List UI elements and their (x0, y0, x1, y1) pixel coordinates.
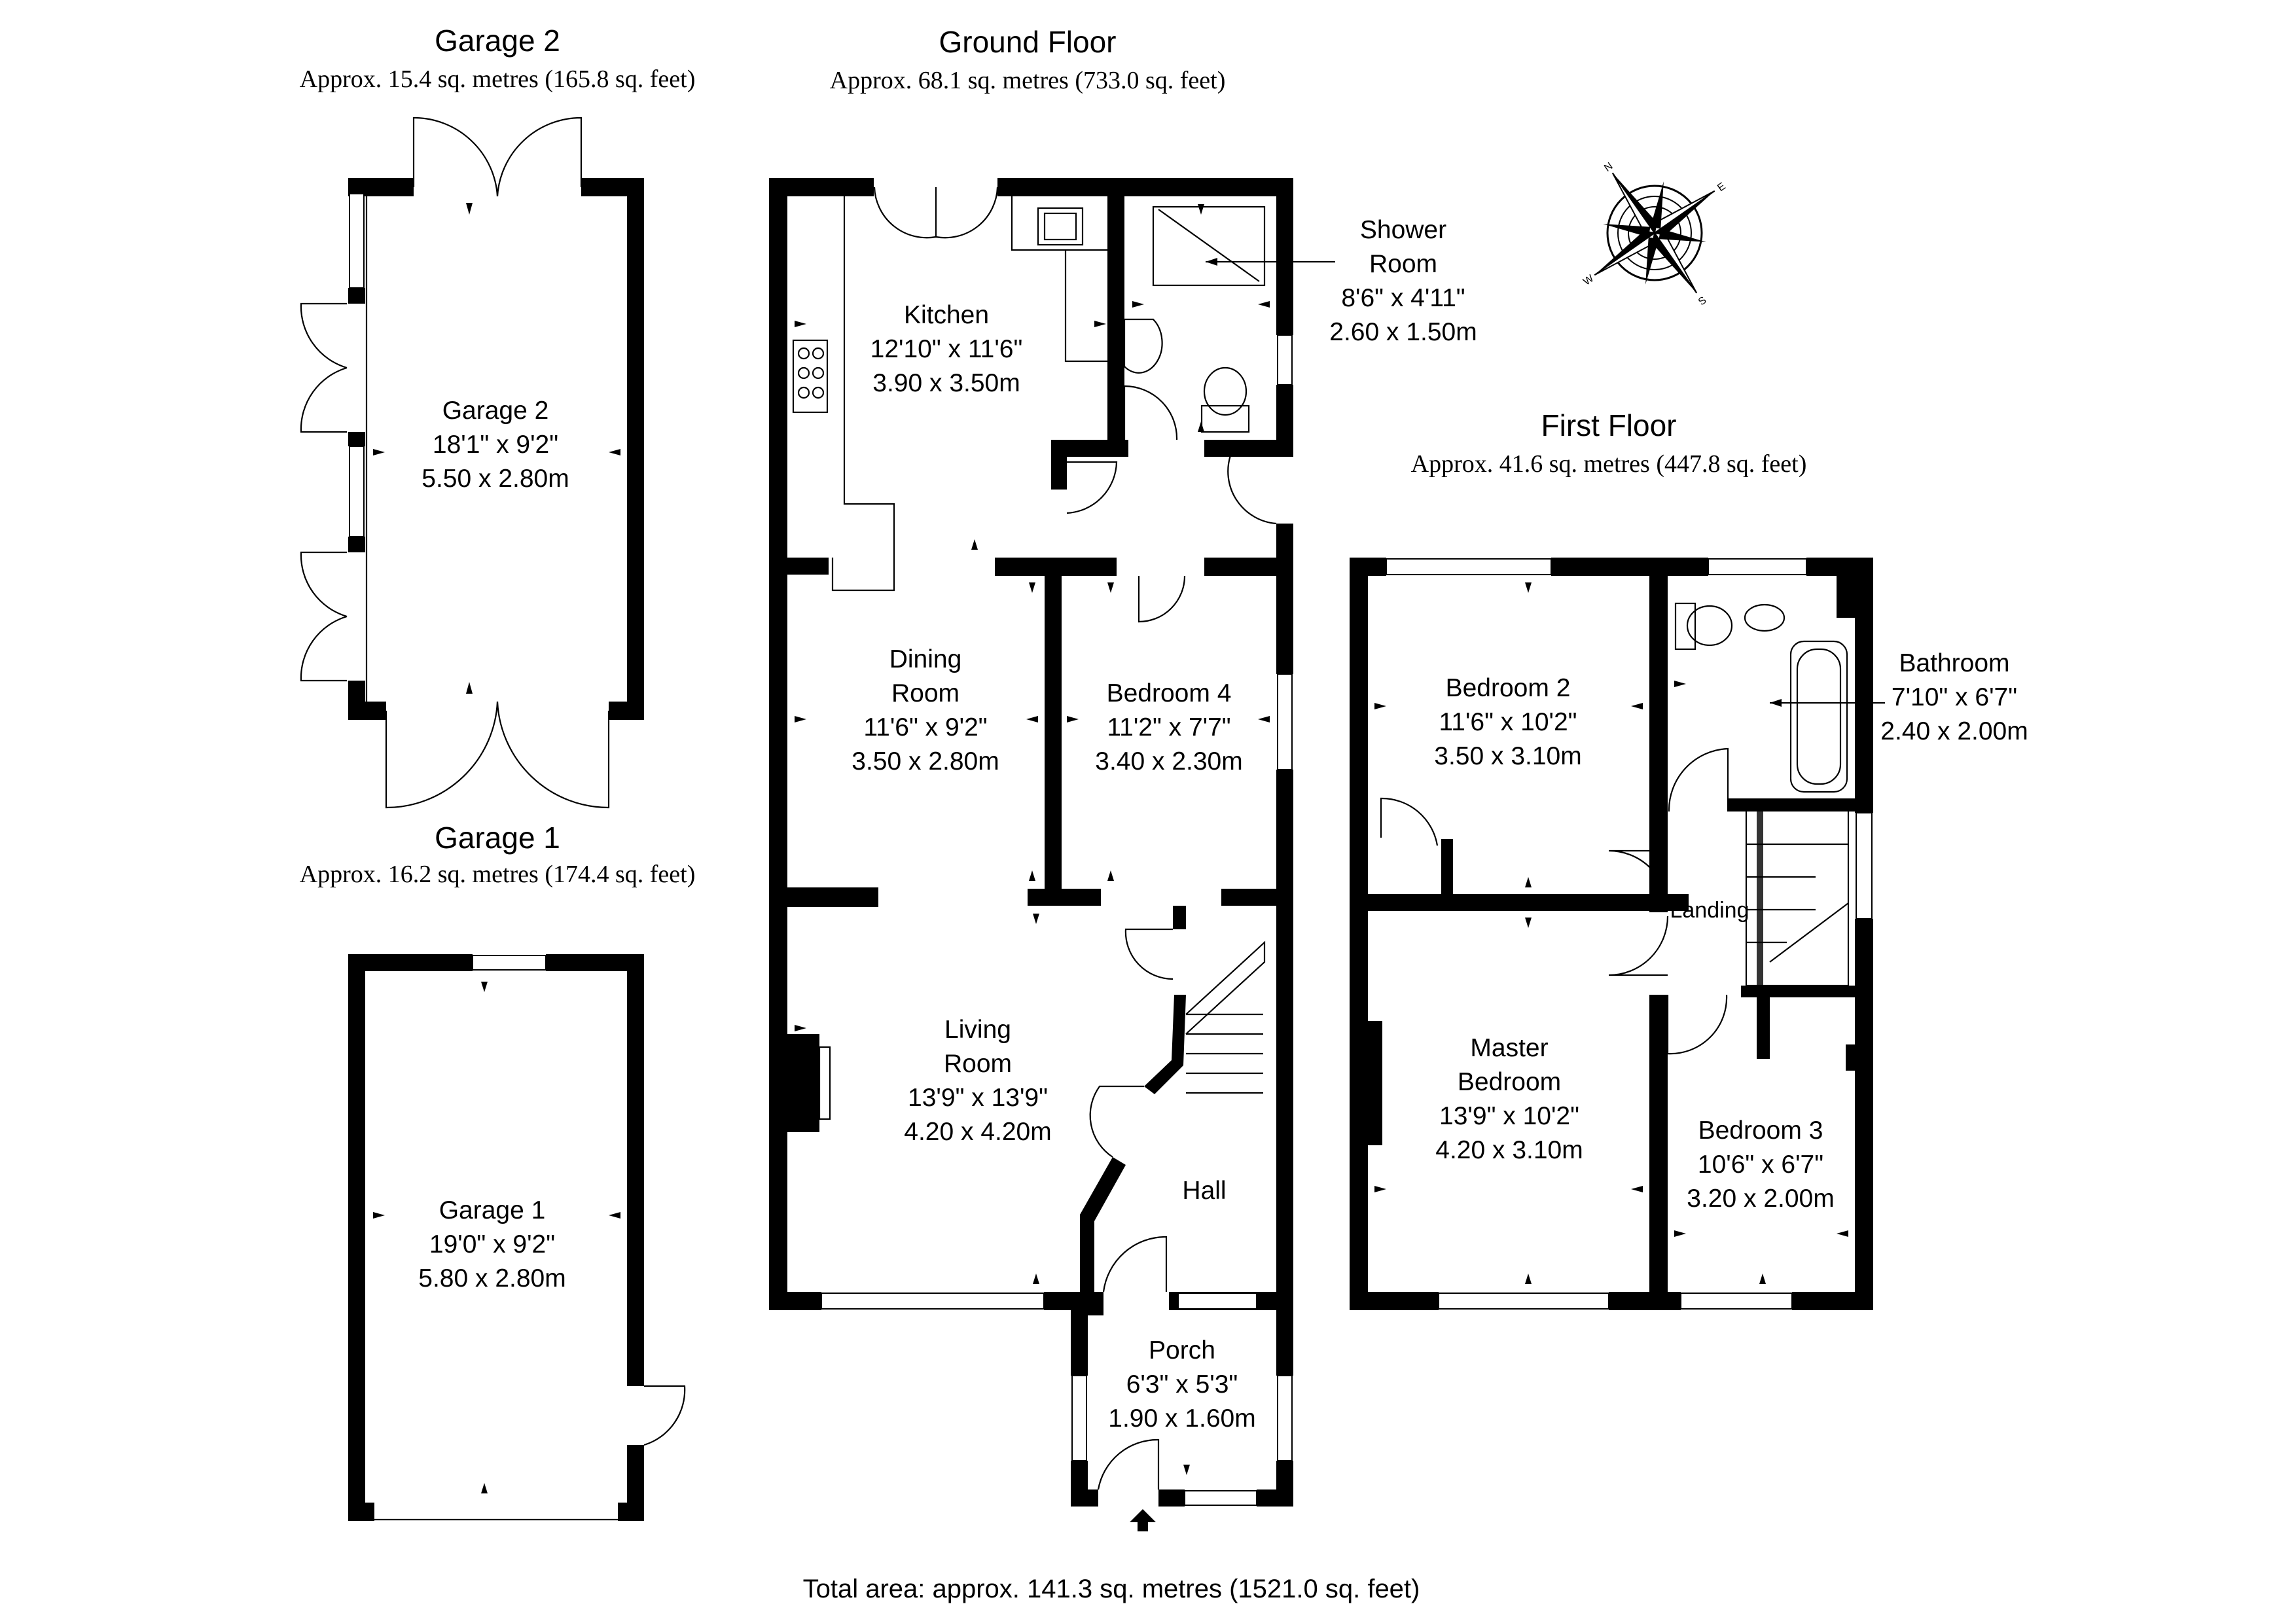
bedroom3-room-imperial: 10'6" x 6'7" (1698, 1150, 1823, 1179)
kitchen-room-name: Kitchen (904, 301, 989, 329)
garage2-plan (300, 116, 644, 809)
hall-label: Hall (1182, 1177, 1226, 1205)
landing-room-name: Landing (1670, 898, 1749, 923)
compass-w: W (1581, 273, 1596, 288)
master-room-imperial: 13'9" x 10'2" (1439, 1102, 1579, 1130)
dining-room-name-line2: Room (891, 679, 960, 707)
bedroom4-room-name: Bedroom 4 (1107, 679, 1232, 707)
kitchen-room-metric: 3.90 x 3.50m (872, 369, 1020, 397)
master-room-name-line1: Master (1470, 1034, 1548, 1062)
garage2-room-imperial: 18'1" x 9'2" (433, 431, 558, 459)
garage2-room-name: Garage 2 (442, 397, 549, 425)
bathroom-room-name: Bathroom (1899, 649, 2009, 677)
bathroom-room-metric: 2.40 x 2.00m (1880, 717, 2028, 745)
shower-room-name-line1: Shower (1360, 216, 1446, 244)
bedroom4-room-metric: 3.40 x 2.30m (1095, 747, 1242, 776)
master-room-metric: 4.20 x 3.10m (1435, 1136, 1583, 1164)
garage1-label: Garage 1 19'0" x 9'2" 5.80 x 2.80m (418, 1196, 565, 1293)
bedroom2-room-metric: 3.50 x 3.10m (1434, 742, 1581, 770)
total-area: Total area: approx. 141.3 sq. metres (15… (803, 1575, 1420, 1603)
master-room-name-line2: Bedroom (1458, 1068, 1561, 1096)
compass-n: N (1602, 160, 1615, 174)
master-bedroom-label: Master Bedroom 13'9" x 10'2" 4.20 x 3.10… (1435, 1034, 1583, 1164)
bedroom3-label: Bedroom 3 10'6" x 6'7" 3.20 x 2.00m (1687, 1116, 1834, 1213)
garage1-room-metric: 5.80 x 2.80m (418, 1264, 565, 1293)
dining-room-label: Dining Room 11'6" x 9'2" 3.50 x 2.80m (852, 645, 999, 776)
shower-room-label: Shower Room 8'6" x 4'11" 2.60 x 1.50m (1206, 216, 1477, 346)
first-floor-area: Approx. 41.6 sq. metres (447.8 sq. feet) (1411, 450, 1807, 478)
compass-s: S (1696, 294, 1708, 308)
kitchen-label: Kitchen 12'10" x 11'6" 3.90 x 3.50m (870, 301, 1023, 397)
bedroom2-label: Bedroom 2 11'6" x 10'2" 3.50 x 3.10m (1434, 674, 1581, 770)
dining-room-metric: 3.50 x 2.80m (852, 747, 999, 776)
bedroom3-room-name: Bedroom 3 (1698, 1116, 1823, 1145)
living-room-label: Living Room 13'9" x 13'9" 4.20 x 4.20m (904, 1016, 1051, 1146)
floor-headers: Garage 2 Approx. 15.4 sq. metres (165.8 … (300, 24, 1807, 888)
porch-room-metric: 1.90 x 1.60m (1108, 1404, 1255, 1433)
first-floor-title: First Floor (1541, 408, 1677, 442)
garage1-room-imperial: 19'0" x 9'2" (429, 1230, 555, 1258)
bathroom-room-imperial: 7'10" x 6'7" (1892, 683, 2017, 711)
kitchen-room-imperial: 12'10" x 11'6" (870, 335, 1023, 363)
bedroom3-room-metric: 3.20 x 2.00m (1687, 1185, 1834, 1213)
garage1-floor-area: Approx. 16.2 sq. metres (174.4 sq. feet) (300, 861, 696, 888)
shower-room-imperial: 8'6" x 4'11" (1341, 284, 1465, 312)
garage1-room-name: Garage 1 (439, 1196, 546, 1224)
compass-rose-icon: N E S W (1581, 160, 1727, 308)
bedroom2-room-imperial: 11'6" x 10'2" (1439, 708, 1577, 736)
garage2-floor-title: Garage 2 (435, 24, 560, 58)
garage2-label: Garage 2 18'1" x 9'2" 5.50 x 2.80m (422, 397, 569, 493)
bedroom2-room-name: Bedroom 2 (1446, 674, 1571, 702)
bathroom-label: Bathroom 7'10" x 6'7" 2.40 x 2.00m (1880, 649, 2028, 745)
garage1-floor-title: Garage 1 (435, 821, 560, 855)
bedroom4-room-imperial: 11'2" x 7'7" (1107, 713, 1230, 741)
ground-floor-title: Ground Floor (939, 25, 1116, 59)
first-floor-plan (1350, 558, 1885, 1310)
porch-label: Porch 6'3" x 5'3" 1.90 x 1.60m (1108, 1336, 1255, 1433)
garage1-plan (348, 954, 686, 1521)
living-room-name-line2: Room (944, 1050, 1012, 1078)
garage2-room-metric: 5.50 x 2.80m (422, 465, 569, 493)
landing-label: Landing (1670, 898, 1749, 923)
porch-room-imperial: 6'3" x 5'3" (1126, 1370, 1238, 1399)
ground-floor-area: Approx. 68.1 sq. metres (733.0 sq. feet) (830, 67, 1226, 94)
living-room-name-line1: Living (944, 1016, 1011, 1044)
living-room-metric: 4.20 x 4.20m (904, 1118, 1051, 1146)
dining-room-imperial: 11'6" x 9'2" (863, 713, 987, 741)
compass-e: E (1715, 181, 1727, 194)
garage2-floor-area: Approx. 15.4 sq. metres (165.8 sq. feet) (300, 65, 696, 93)
dining-room-name-line1: Dining (889, 645, 962, 673)
living-room-imperial: 13'9" x 13'9" (908, 1084, 1048, 1112)
porch-room-name: Porch (1149, 1336, 1215, 1364)
shower-room-metric: 2.60 x 1.50m (1329, 318, 1477, 346)
hall-room-name: Hall (1182, 1177, 1226, 1205)
shower-room-name-line2: Room (1369, 250, 1437, 278)
bedroom4-label: Bedroom 4 11'2" x 7'7" 3.40 x 2.30m (1095, 679, 1242, 776)
ground-floor-plan (769, 178, 1293, 1531)
